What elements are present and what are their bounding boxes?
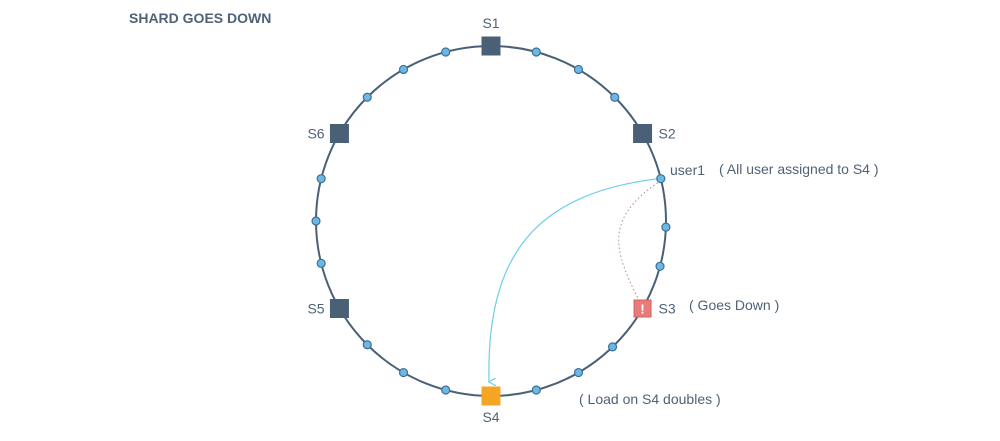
shard-down-note: ( Goes Down )	[689, 297, 779, 313]
ring-node	[441, 47, 451, 57]
ring-node	[607, 342, 618, 352]
user1-label: user1	[670, 162, 705, 178]
shard-s6: S6	[307, 124, 349, 143]
ring-node	[655, 261, 665, 271]
shard-s2: S2	[633, 124, 676, 143]
shard-s4: S4	[481, 386, 501, 425]
shard-label: S6	[307, 126, 324, 142]
ring-node	[316, 174, 326, 184]
shard-box	[329, 299, 349, 318]
original-assignment-link	[618, 182, 659, 300]
diagram-title: SHARD GOES DOWN	[129, 10, 271, 26]
ring-node	[398, 367, 409, 378]
shard-box	[633, 299, 652, 318]
shard-box	[329, 124, 349, 143]
ring-node	[573, 367, 584, 378]
load-doubles-note: ( Load on S4 doubles )	[579, 391, 721, 407]
shard-s3: ! S3	[633, 299, 676, 318]
shard-s1: S1	[481, 15, 501, 56]
ring-node	[610, 92, 620, 102]
ring-node	[573, 64, 584, 75]
shard-box	[481, 36, 501, 56]
ring-node	[362, 340, 372, 350]
ring-node	[661, 222, 671, 232]
shard-s5: S5	[307, 299, 349, 318]
ring-nodes	[311, 47, 671, 395]
shard-box	[633, 124, 653, 143]
shard-label: S5	[307, 301, 324, 317]
shard-label: S3	[659, 301, 676, 317]
ring-node	[362, 92, 372, 102]
shard-label: S1	[482, 15, 499, 31]
ring-node	[531, 385, 541, 395]
ring-node	[316, 258, 326, 268]
reassignment-arrow	[489, 178, 658, 382]
ring-node	[311, 216, 321, 226]
ring-node	[656, 174, 666, 184]
shard-box	[481, 386, 501, 406]
ring-node	[398, 64, 409, 75]
alert-icon: !	[640, 302, 644, 317]
ring-node	[531, 47, 541, 57]
shard-label: S4	[482, 409, 499, 425]
shard-label: S2	[659, 126, 676, 142]
user-assignment-note: ( All user assigned to S4 )	[719, 161, 879, 177]
ring-node	[441, 385, 451, 395]
